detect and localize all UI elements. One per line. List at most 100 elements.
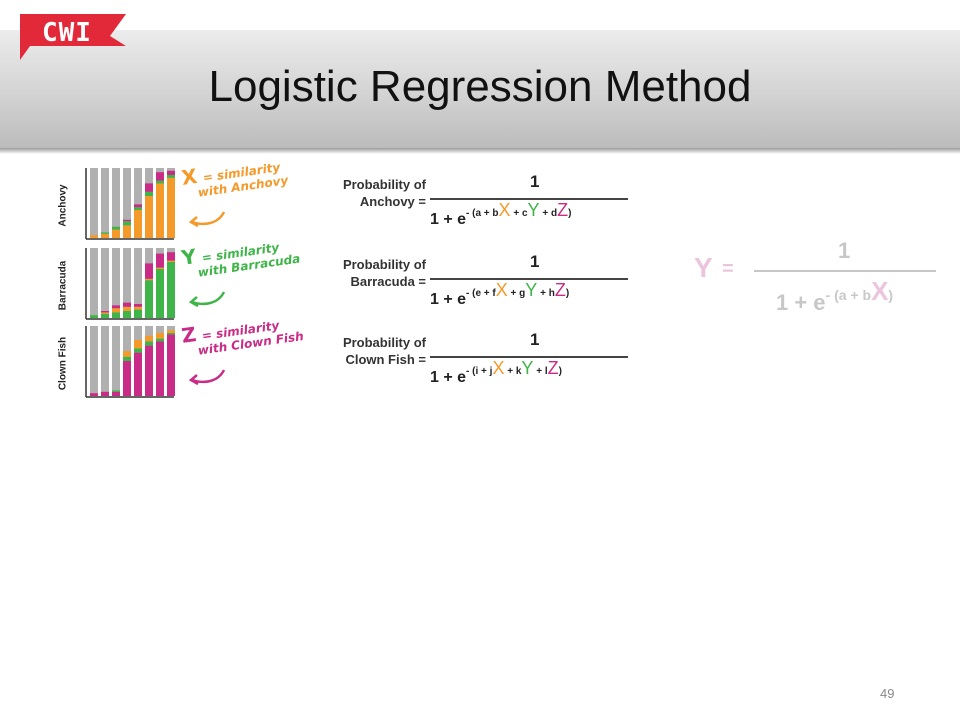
bar-segment-other: [134, 207, 142, 210]
bar-segment-other: [167, 170, 175, 175]
fraction-bar: [430, 356, 628, 358]
denominator: 1 + e- (e + fX + gY + hZ): [430, 280, 570, 309]
exp-close: ): [565, 288, 570, 299]
den-base: 1 + e: [430, 291, 467, 308]
faded-denominator: 1 + e- (a + bX): [776, 276, 894, 317]
bar-segment-other: [167, 175, 175, 178]
exp-mid1: + g: [507, 288, 526, 299]
bar-segment-main: [134, 352, 142, 396]
bar-segment-other: [145, 263, 153, 279]
exp-prefix: - (a + b: [466, 208, 499, 219]
row-label: Clown Fish: [57, 336, 69, 391]
probability-line1: Probability of: [342, 335, 426, 350]
var-y: Y: [521, 358, 534, 378]
bar-segment-other: [167, 260, 175, 262]
exp-mid1: + c: [510, 208, 528, 219]
bar-segment-main: [90, 315, 98, 318]
var-z: Z: [554, 280, 566, 300]
var-y: Y: [527, 200, 540, 220]
var-x: X: [492, 358, 505, 378]
variable-symbol: X: [180, 163, 199, 190]
bar-segment-other: [156, 180, 164, 184]
probability-label: Probability of Anchovy =: [316, 176, 426, 210]
bar-segment-other: [134, 340, 142, 349]
bar-segment-main: [123, 225, 131, 238]
bar-segment-main: [156, 183, 164, 238]
variable-symbol: Y: [180, 243, 198, 270]
numerator: 1: [530, 330, 540, 349]
row-barracuda: Barracuda Y = similarity with Barracuda …: [58, 240, 640, 320]
den-exponent: - (a + bX + cY + dZ): [466, 200, 572, 220]
bar-segment-main: [101, 233, 109, 238]
bar-segment-main: [112, 391, 120, 396]
var-z: Z: [557, 200, 569, 220]
fraction-bar: [430, 198, 628, 200]
bar-segment-other: [167, 252, 175, 261]
similarity-annotation: X = similarity with Anchovy: [180, 151, 289, 201]
page-number: 49: [880, 686, 895, 701]
numerator: 1: [530, 252, 540, 271]
bar-segment-main: [112, 312, 120, 318]
variable-symbol: Z: [180, 321, 198, 348]
var-y: Y: [525, 280, 538, 300]
faded-exponent: - (a + bX): [825, 276, 894, 306]
bar-segment-other: [145, 191, 153, 196]
var-x: X: [495, 280, 508, 300]
bar-segment-other: [101, 232, 109, 234]
probability-label: Probability of Clown Fish =: [316, 334, 426, 368]
bar-segment-other: [156, 267, 164, 269]
bar-background: [123, 168, 131, 238]
exp-mid2: + h: [537, 288, 555, 299]
bar-background: [90, 326, 98, 396]
bar-background: [112, 248, 120, 318]
logo-text: CWI: [42, 18, 92, 48]
faded-var-x: X: [871, 276, 889, 306]
exp-mid1: + k: [504, 366, 522, 377]
bar-segment-other: [123, 302, 131, 307]
bar-segment-other: [134, 306, 142, 310]
bar-segment-other: [145, 341, 153, 346]
bar-segment-other: [167, 333, 175, 335]
bar-background: [134, 168, 142, 238]
bar-segment-main: [145, 280, 153, 318]
bar-segment-other: [134, 204, 142, 208]
probability-line2: Clown Fish =: [345, 352, 426, 367]
faded-den-base: 1 + e: [776, 290, 826, 315]
bar-background: [90, 168, 98, 238]
bar-segment-other: [167, 330, 175, 333]
faded-lhs: Y: [694, 252, 713, 283]
probability-line1: Probability of: [342, 257, 426, 272]
bar-segment-main: [134, 210, 142, 238]
bar-segment-other: [112, 390, 120, 392]
bar-segment-other: [123, 219, 131, 222]
faded-numerator: 1: [838, 238, 851, 263]
bar-segment-other: [112, 308, 120, 313]
similarity-bar-chart: [85, 168, 175, 240]
faded-exp-prefix: - (a + b: [825, 287, 872, 303]
bar-segment-other: [134, 348, 142, 353]
bar-segment-other: [123, 306, 131, 311]
bar-segment-other: [145, 183, 153, 192]
exp-prefix: - (e + f: [466, 288, 496, 299]
probability-line2: Anchovy =: [359, 194, 426, 209]
row-clown-fish: Clown Fish Z = similarity with Clown Fis…: [57, 318, 640, 398]
faded-fraction-bar: [754, 270, 936, 272]
den-exponent: - (e + fX + gY + hZ): [466, 280, 570, 300]
var-x: X: [498, 200, 511, 220]
probability-line2: Barracuda =: [350, 274, 426, 289]
bar-segment-main: [101, 313, 109, 318]
bar-background: [123, 248, 131, 318]
faded-logistic-formula: Y = 1 1 + e- (a + bX): [690, 236, 950, 326]
curved-arrow-icon: [188, 369, 226, 386]
exp-close: ): [568, 208, 572, 219]
bar-background: [101, 326, 109, 396]
title-bar-shadow: [0, 148, 960, 154]
row-label: Anchovy: [57, 184, 69, 227]
var-z: Z: [547, 358, 559, 378]
bar-segment-main: [123, 311, 131, 318]
bar-background: [90, 248, 98, 318]
exp-mid2: + l: [533, 366, 548, 377]
bar-segment-main: [167, 177, 175, 238]
probability-label: Probability of Barracuda =: [316, 256, 426, 290]
bar-segment-main: [167, 262, 175, 318]
